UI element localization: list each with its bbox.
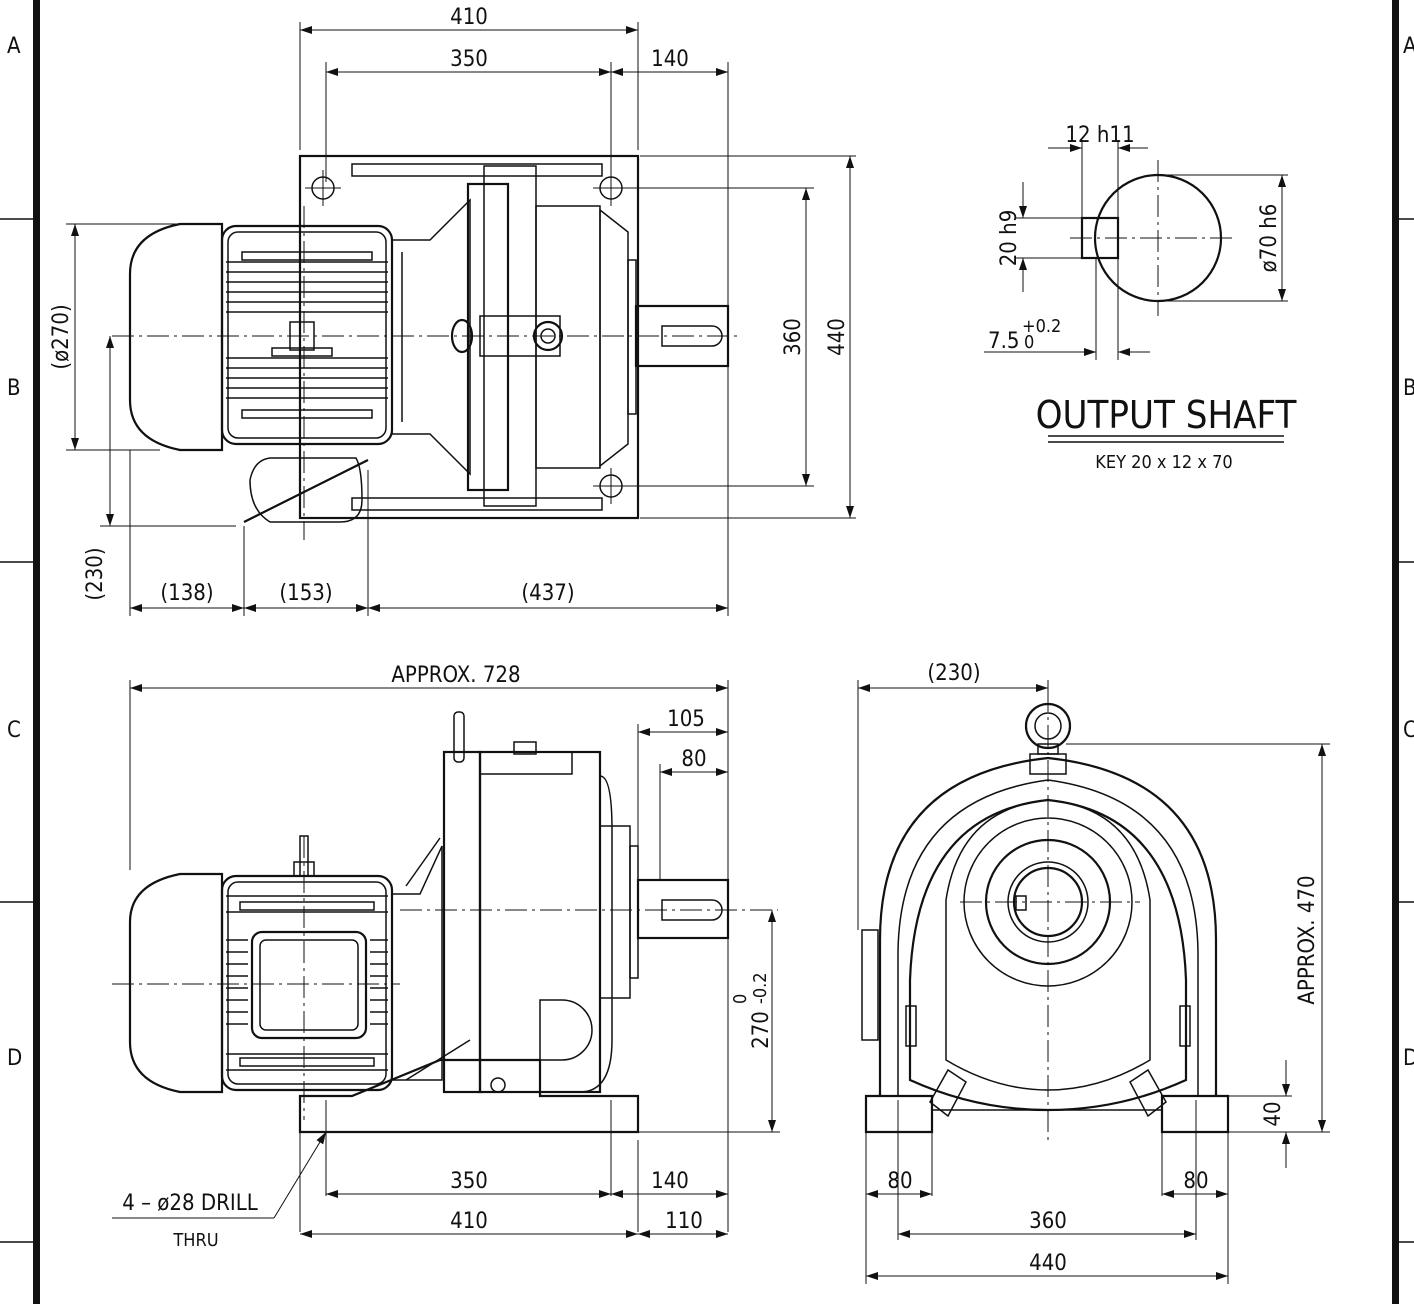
zone-labels-left: A B C D — [7, 34, 22, 1071]
side-view-overall: APPROX. 728 — [391, 663, 520, 688]
shaft-dim-diameter: ø70 h6 — [1257, 204, 1282, 273]
side-view-dim-height-tol-lower: -0.2 — [750, 972, 771, 1004]
shaft-dim-key-height: 20 h9 — [997, 210, 1022, 267]
top-view-dim-138: (138) — [160, 581, 213, 606]
zone-label-c-right: C — [1403, 718, 1414, 743]
zone-labels-right: A B C D — [1403, 34, 1414, 1071]
side-view-dim-height-tol-upper: 0 — [730, 994, 751, 1004]
end-view-dim-40: 40 — [1261, 1101, 1286, 1126]
side-view-dim-105: 105 — [667, 707, 705, 732]
zone-label-b: B — [7, 376, 21, 401]
top-view-dim-410: 410 — [450, 5, 488, 30]
side-view-dim-410: 410 — [450, 1209, 488, 1234]
output-shaft-detail: 12 h11 20 h9 ø70 h6 7.5 +0.2 0 OUTPUT SH… — [984, 123, 1297, 473]
top-view-dim-dia270: (ø270) — [49, 304, 74, 369]
end-view-dim-440: 440 — [1029, 1251, 1067, 1276]
top-view-dim-140: 140 — [651, 47, 689, 72]
side-view-dim-350: 350 — [450, 1169, 488, 1194]
end-view-overall-height: APPROX. 470 — [1295, 875, 1320, 1004]
top-view-dim-360: 360 — [781, 318, 806, 356]
zone-label-c: C — [7, 718, 21, 743]
top-view-dim-230: (230) — [83, 547, 108, 600]
zone-label-b-right: B — [1403, 376, 1414, 401]
top-view-dim-437: (437) — [521, 581, 574, 606]
end-view: (230) APPROX. 470 40 80 80 360 440 — [857, 661, 1330, 1284]
output-shaft-title: OUTPUT SHAFT — [1036, 393, 1297, 437]
end-view-dim-230: (230) — [927, 661, 980, 686]
zone-label-d: D — [7, 1046, 22, 1071]
end-view-dim-80-left: 80 — [887, 1169, 912, 1194]
top-view-dim-440: 440 — [825, 318, 850, 356]
side-view-dim-140: 140 — [651, 1169, 689, 1194]
side-view: APPROX. 728 105 80 270 0 -0.2 350 140 41… — [112, 663, 780, 1251]
zone-label-d-right: D — [1403, 1046, 1414, 1071]
zone-label-a-right: A — [1403, 34, 1414, 59]
motor-fins-top — [226, 261, 388, 399]
end-view-dim-80-right: 80 — [1183, 1169, 1208, 1194]
end-view-dim-360: 360 — [1029, 1209, 1067, 1234]
shaft-dim-depth: 7.5 — [988, 329, 1019, 354]
shaft-dim-depth-tol-upper: +0.2 — [1022, 316, 1061, 337]
shaft-dim-depth-tol-lower: 0 — [1024, 332, 1034, 353]
top-view-dim-153: (153) — [279, 581, 332, 606]
side-view-dim-80: 80 — [681, 747, 706, 772]
side-view-dim-height: 270 — [749, 1011, 774, 1049]
shaft-dim-key-width: 12 h11 — [1065, 123, 1134, 148]
side-view-dim-110: 110 — [665, 1209, 703, 1234]
drill-note-line2: THRU — [172, 1230, 218, 1251]
top-view: 410 350 140 360 440 (ø270) (230) (138) (… — [49, 5, 856, 616]
output-shaft-key: KEY 20 x 12 x 70 — [1095, 452, 1232, 473]
top-view-dim-350: 350 — [450, 47, 488, 72]
zone-label-a: A — [7, 34, 21, 59]
drill-note-line1: 4 – ø28 DRILL — [122, 1191, 258, 1216]
